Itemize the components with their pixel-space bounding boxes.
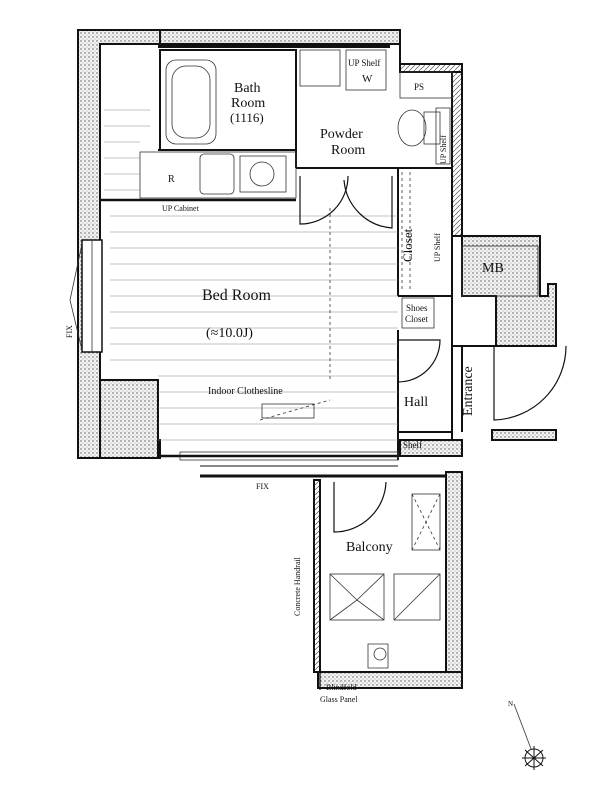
up-shelf-closet-label: UP Shelf xyxy=(433,233,442,262)
bed-room-size: (≈10.0J) xyxy=(206,326,253,341)
shoes-closet-label-1: Shoes xyxy=(406,303,428,313)
up-cabinet-label: UP Cabinet xyxy=(162,204,200,213)
shelf-label: Shelf xyxy=(403,440,422,450)
powder-room-label-2: Room xyxy=(331,143,365,158)
balcony-units xyxy=(319,493,441,690)
indoor-clothesline-label: Indoor Clothesline xyxy=(208,386,283,397)
up-shelf-top-label: UP Shelf xyxy=(348,58,380,68)
compass: N xyxy=(508,700,546,770)
bath-room-label-2: Room xyxy=(231,96,265,111)
blindfold-label-2: Glass Panel xyxy=(320,695,358,704)
bath-room-size: (1116) xyxy=(230,110,264,125)
ps-label: PS xyxy=(414,82,424,92)
hall-label: Hall xyxy=(404,395,428,410)
closet-label: Closet xyxy=(400,228,415,262)
room-labels: Bath Room (1116) Powder Room UP Shelf W … xyxy=(65,58,504,704)
w-label: W xyxy=(362,73,373,85)
bed-room-label: Bed Room xyxy=(202,287,271,304)
balcony-label: Balcony xyxy=(346,540,393,555)
bedroom-floorboards xyxy=(104,109,398,441)
mb-label: MB xyxy=(482,261,504,276)
blindfold-label-1: Blindfold xyxy=(326,683,357,692)
exterior-walls xyxy=(77,29,557,689)
concrete-handrail-label: Concrete Handrail xyxy=(293,556,302,616)
fix-left-label: FIX xyxy=(65,325,74,338)
fix-bottom-label: FIX xyxy=(256,482,269,491)
left-window xyxy=(69,239,103,353)
powder-room-label-1: Powder xyxy=(320,127,363,142)
r-label: R xyxy=(168,174,175,185)
entrance-label: Entrance xyxy=(461,366,476,416)
bath-room-label-1: Bath xyxy=(234,81,260,96)
interior-walls xyxy=(100,44,539,478)
doors xyxy=(259,175,567,533)
shoes-closet-label-2: Closet xyxy=(405,314,429,324)
compass-north-label: N xyxy=(508,700,513,708)
up-shelf-side-label: UP Shelf xyxy=(439,135,448,164)
